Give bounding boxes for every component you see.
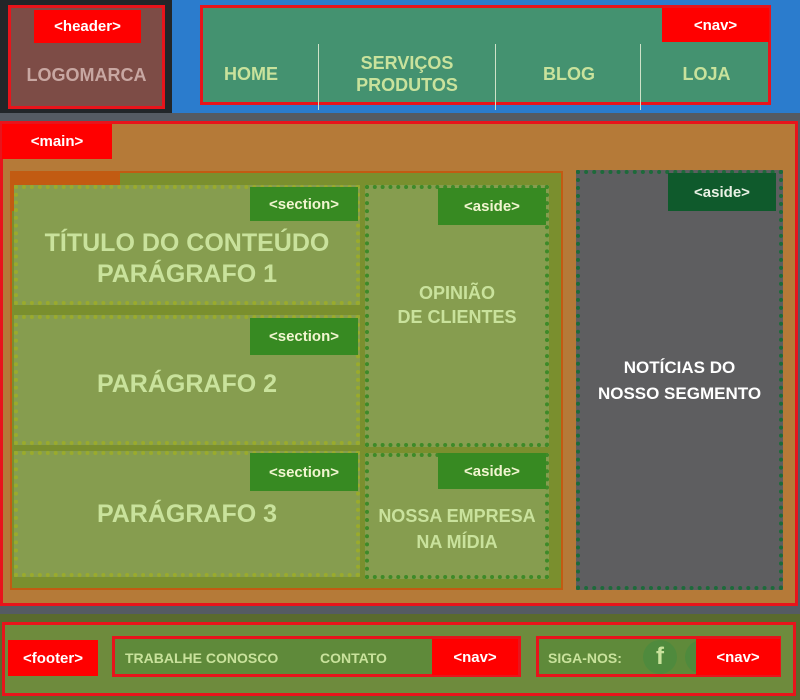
section-tag-3: <section> — [250, 453, 358, 491]
nav-item-home[interactable]: HOME — [205, 44, 297, 104]
main-tag: <main> — [2, 124, 112, 159]
aside-tag-1: <aside> — [438, 188, 546, 225]
section-text: PARÁGRAFO 3 — [96, 499, 278, 528]
aside-text: NOSSA EMPRESA NA MÍDIA — [378, 506, 536, 552]
aside-box-opiniao: OPINIÃO DE CLIENTES — [365, 185, 549, 447]
footer-link-contato[interactable]: CONTATO — [320, 650, 387, 666]
nav-item-servicos-produtos[interactable]: SERVIÇOS PRODUTOS — [322, 44, 492, 104]
header-tag: <header> — [34, 10, 141, 43]
footer-follow-label: SIGA-NOS: — [548, 650, 622, 666]
nav-separator — [640, 44, 641, 110]
nav-item-loja[interactable]: LOJA — [644, 44, 769, 104]
nav-item-label: BLOG — [543, 64, 595, 84]
section-tag-1: <section> — [250, 187, 358, 221]
section-text: TÍTULO DO CONTEÚDO PARÁGRAFO 1 — [44, 229, 330, 288]
footer-link-trabalhe[interactable]: TRABALHE CONOSCO — [125, 650, 279, 666]
footer-tag: <footer> — [8, 640, 98, 676]
nav-item-blog[interactable]: BLOG — [498, 44, 640, 104]
aside-tag-right: <aside> — [668, 173, 776, 211]
nav-item-label: SERVIÇOS PRODUTOS — [356, 53, 458, 95]
aside-tag-2: <aside> — [438, 453, 546, 489]
aside-text: NOTÍCIAS DO NOSSO SEGMENTO — [597, 358, 762, 403]
section-text: PARÁGRAFO 2 — [96, 369, 278, 398]
logo[interactable]: LOGOMARCA — [26, 64, 147, 85]
facebook-icon[interactable]: f — [643, 640, 677, 674]
aside-text: OPINIÃO DE CLIENTES — [397, 283, 517, 327]
nav-separator — [318, 44, 319, 110]
section-tag-2: <section> — [250, 318, 358, 355]
aside-box-noticias: NOTÍCIAS DO NOSSO SEGMENTO — [576, 170, 783, 590]
nav-tag: <nav> — [662, 8, 769, 42]
footer-nav-tag-1: <nav> — [432, 639, 518, 675]
footer-nav-tag-2: <nav> — [696, 639, 780, 675]
nav-separator — [495, 44, 496, 110]
nav-item-label: HOME — [224, 64, 278, 84]
nav-item-label: LOJA — [682, 64, 731, 84]
